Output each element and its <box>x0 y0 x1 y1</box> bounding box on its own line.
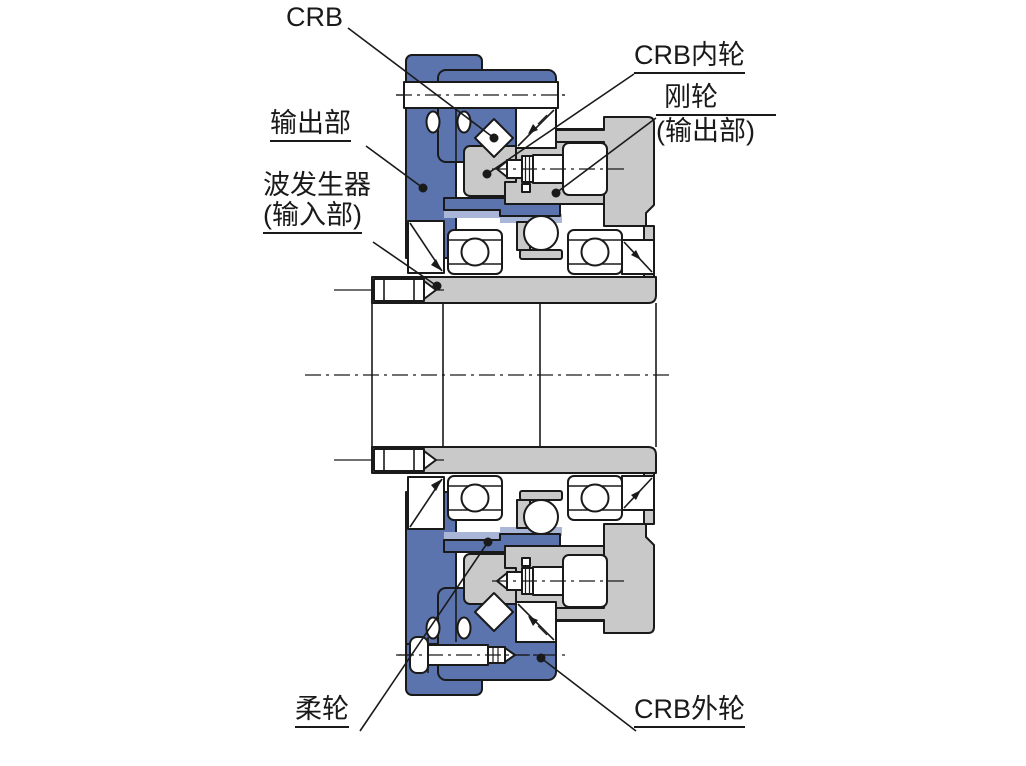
seal-section-left <box>407 220 445 274</box>
bearing-right <box>567 229 623 275</box>
wg-race <box>519 249 563 260</box>
bearing-left <box>447 229 503 275</box>
oring-slot <box>425 110 441 134</box>
label-crb: CRB <box>286 2 343 32</box>
label-rigid-wheel-line2: (输出部) <box>656 116 755 147</box>
label-flex-wheel-text: 柔轮 <box>295 694 349 724</box>
crb-seal-section <box>515 107 557 149</box>
bolt-hole-band <box>396 81 570 109</box>
set-screw <box>334 278 444 302</box>
outer-bolt <box>398 636 545 674</box>
label-flex-wheel: 柔轮 <box>295 694 349 729</box>
assembly-half <box>334 54 657 304</box>
hollow-shaft-bore <box>305 302 672 448</box>
inner-bolt <box>492 142 628 196</box>
leader-lines <box>347 27 657 732</box>
label-output-part: 输出部 <box>270 108 351 143</box>
spline-notch <box>521 183 531 193</box>
label-wave-generator: 波发生器 (输入部) <box>263 170 371 235</box>
label-output-part-text: 输出部 <box>270 108 351 138</box>
label-wave-generator-line1: 波发生器 <box>263 170 371 200</box>
label-rigid-wheel: 刚轮 (输出部) <box>656 82 776 146</box>
label-crb-outer-ring: CRB外轮 <box>634 694 746 729</box>
label-crb-inner-ring: CRB内轮 <box>634 40 746 75</box>
wave-generator-hub <box>371 276 657 304</box>
oring-slot <box>456 110 472 134</box>
wave-generator-ball <box>523 215 559 251</box>
label-wave-generator-line2: (输入部) <box>263 200 362 235</box>
label-rigid-wheel-line1: 刚轮 <box>656 82 776 117</box>
label-crb-text: CRB <box>286 2 344 32</box>
seal-section-right <box>621 239 655 275</box>
label-crb-outer-ring-text: CRB外轮 <box>634 694 746 724</box>
label-crb-inner-ring-text: CRB内轮 <box>634 40 746 70</box>
